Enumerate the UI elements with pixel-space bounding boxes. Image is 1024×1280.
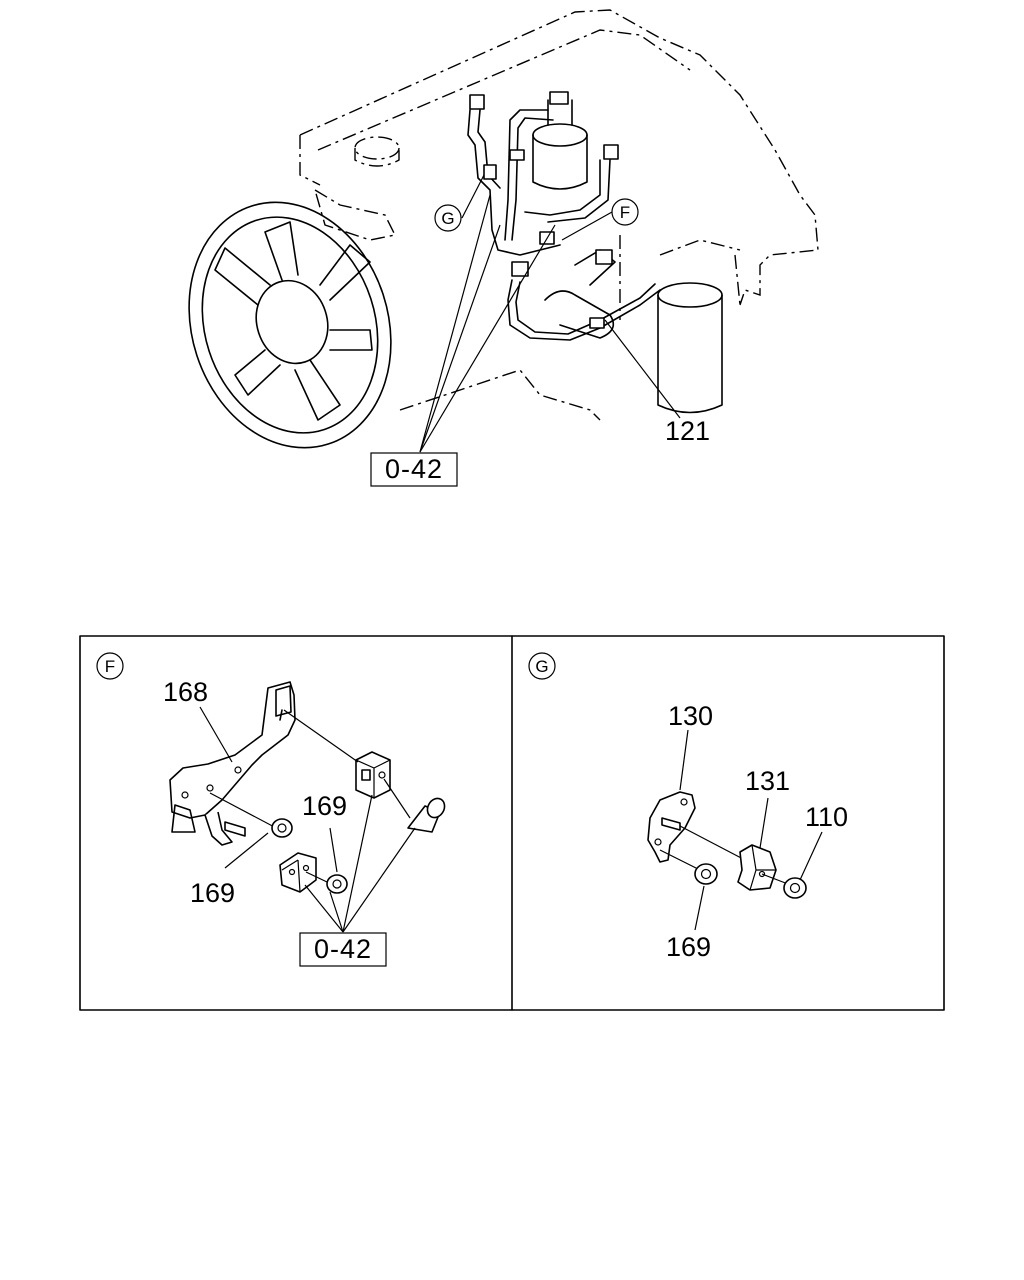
label-130: 130 xyxy=(668,701,713,731)
detail-g: G 130 131 110 169 xyxy=(528,652,848,962)
callout-g-label: G xyxy=(441,209,454,228)
label-110: 110 xyxy=(805,802,848,832)
engine-view: G F 121 0-42 xyxy=(188,9,819,487)
label-169-f-upper: 169 xyxy=(302,791,347,821)
callout-g: G xyxy=(434,204,462,232)
ref-0-42-main: 0-42 xyxy=(385,454,443,484)
label-131: 131 xyxy=(745,766,790,796)
detail-f-label: F xyxy=(105,657,115,676)
ref-0-42-detail-f: 0-42 xyxy=(314,934,372,964)
callout-f: F xyxy=(611,198,639,226)
label-168: 168 xyxy=(163,677,208,707)
label-121: 121 xyxy=(665,416,710,446)
detail-g-label: G xyxy=(535,657,548,676)
callout-f-label: F xyxy=(620,203,630,222)
label-169-g: 169 xyxy=(666,932,711,962)
label-169-f-lower: 169 xyxy=(190,878,235,908)
detail-f: F xyxy=(96,652,446,967)
